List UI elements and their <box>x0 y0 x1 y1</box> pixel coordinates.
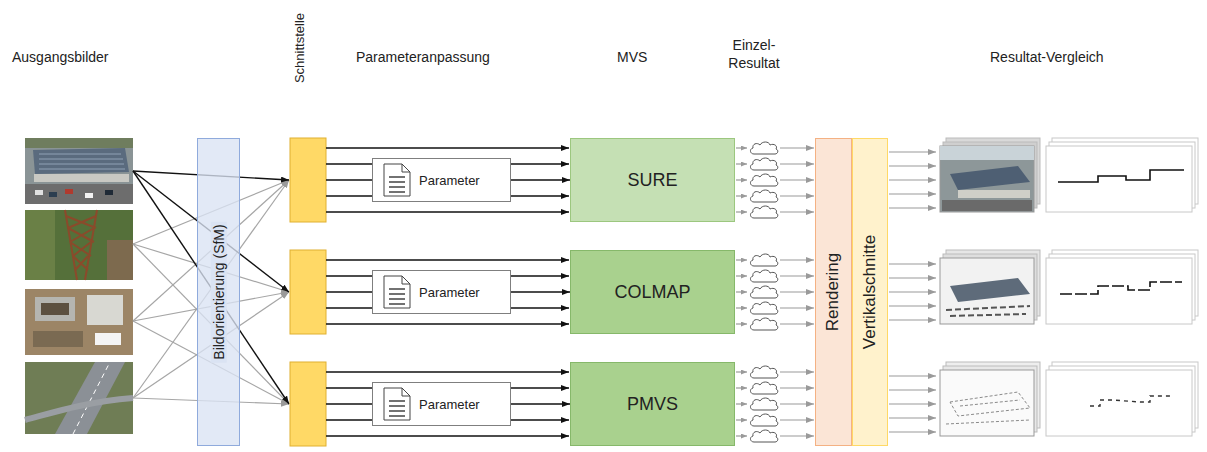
result-stack <box>950 166 1030 190</box>
process-box: COLMAP <box>570 250 735 334</box>
column-heading: Einzel- Resultat <box>722 37 786 72</box>
process-band: Rendering <box>815 138 852 446</box>
column-heading: Parameteranpassung <box>356 49 490 67</box>
aerial-photo <box>25 398 133 420</box>
result-stack <box>1046 146 1192 212</box>
document-icon <box>402 276 410 284</box>
interface-box <box>290 362 326 446</box>
aerial-photo <box>65 210 97 280</box>
document-icon <box>383 163 411 197</box>
aerial-photo <box>25 138 133 204</box>
column-heading: Ausgangsbilder <box>12 49 109 67</box>
flow-arrow <box>511 179 570 180</box>
result-stack <box>1058 170 1184 182</box>
aerial-photo <box>107 240 133 280</box>
node-label: Parameter <box>419 285 480 300</box>
aerial-photo <box>85 193 93 198</box>
document-icon <box>383 275 411 309</box>
node-label: Rendering <box>824 250 844 334</box>
aerial-photo <box>95 333 121 345</box>
result-stack <box>950 278 1030 302</box>
aerial-photo <box>66 216 96 270</box>
aerial-photo <box>41 303 69 315</box>
result-stack <box>946 392 1030 424</box>
node-label: Bildorientierung (SfM) <box>211 221 227 362</box>
document-icon <box>402 388 410 396</box>
result-stack <box>940 146 1034 160</box>
aerial-photo <box>35 190 43 195</box>
result-stack <box>1060 282 1182 294</box>
document-icon <box>389 289 405 304</box>
aerial-photo <box>25 210 133 280</box>
aerial-photo <box>65 210 97 280</box>
flow-arrow <box>511 403 570 404</box>
process-band: Vertikalschnitte <box>852 138 888 446</box>
aerial-photo <box>105 190 113 195</box>
result-stack <box>940 258 1034 324</box>
node-label: COLMAP <box>614 282 690 303</box>
interface-box <box>290 138 326 446</box>
aerial-photo <box>25 289 133 355</box>
document-icon <box>389 401 405 416</box>
document-icon <box>384 164 410 196</box>
result-stack <box>940 138 1198 212</box>
document-icon <box>402 164 410 172</box>
aerial-photo <box>35 297 75 321</box>
aerial-photo <box>25 138 133 148</box>
document-icon <box>384 388 410 420</box>
result-stack <box>940 146 1034 212</box>
aerial-photo <box>25 138 133 204</box>
result-stack <box>940 362 1198 436</box>
interface-box <box>290 138 326 222</box>
column-heading: MVS <box>617 49 647 67</box>
document-icon <box>384 276 410 308</box>
node-label: Parameter <box>419 397 480 412</box>
result-stack <box>958 190 1030 198</box>
aerial-photo <box>25 210 55 280</box>
aerial-photo <box>73 362 110 434</box>
parameter-box: Parameter <box>372 270 511 314</box>
node-label: SURE <box>627 170 677 191</box>
result-stack <box>946 306 1030 316</box>
node-label: Vertikalschnitte <box>860 232 880 352</box>
document-icon <box>383 387 411 421</box>
process-band: Bildorientierung (SfM) <box>197 138 240 446</box>
result-stack <box>1090 396 1172 406</box>
aerial-photo <box>25 210 133 280</box>
column-heading: Resultat-Vergleich <box>990 49 1104 67</box>
process-box: PMVS <box>570 362 735 446</box>
node-label: PMVS <box>627 394 678 415</box>
aerial-photo <box>25 362 133 434</box>
flow-arrow <box>511 291 570 292</box>
result-stack <box>940 370 1034 436</box>
aerial-photo <box>39 154 125 169</box>
interface-box <box>290 250 326 334</box>
column-heading: Schnittstelle <box>292 13 308 83</box>
parameter-box: Parameter <box>372 382 511 426</box>
result-stack <box>942 200 1032 211</box>
aerial-photo <box>65 189 73 194</box>
node-label: Parameter <box>419 173 480 188</box>
parameter-box: Parameter <box>372 158 511 202</box>
result-stack <box>1046 370 1192 436</box>
aerial-photo <box>25 184 133 204</box>
result-stack <box>1046 258 1192 324</box>
aerial-photo <box>33 148 129 174</box>
document-icon <box>389 177 405 192</box>
result-stack <box>940 250 1198 324</box>
aerial-photo <box>33 331 83 347</box>
aerial-photo <box>34 174 129 182</box>
aerial-photo <box>87 295 123 325</box>
process-box: SURE <box>570 138 735 222</box>
aerial-photo <box>25 289 133 355</box>
aerial-photo <box>25 362 133 434</box>
aerial-photo <box>49 192 57 197</box>
